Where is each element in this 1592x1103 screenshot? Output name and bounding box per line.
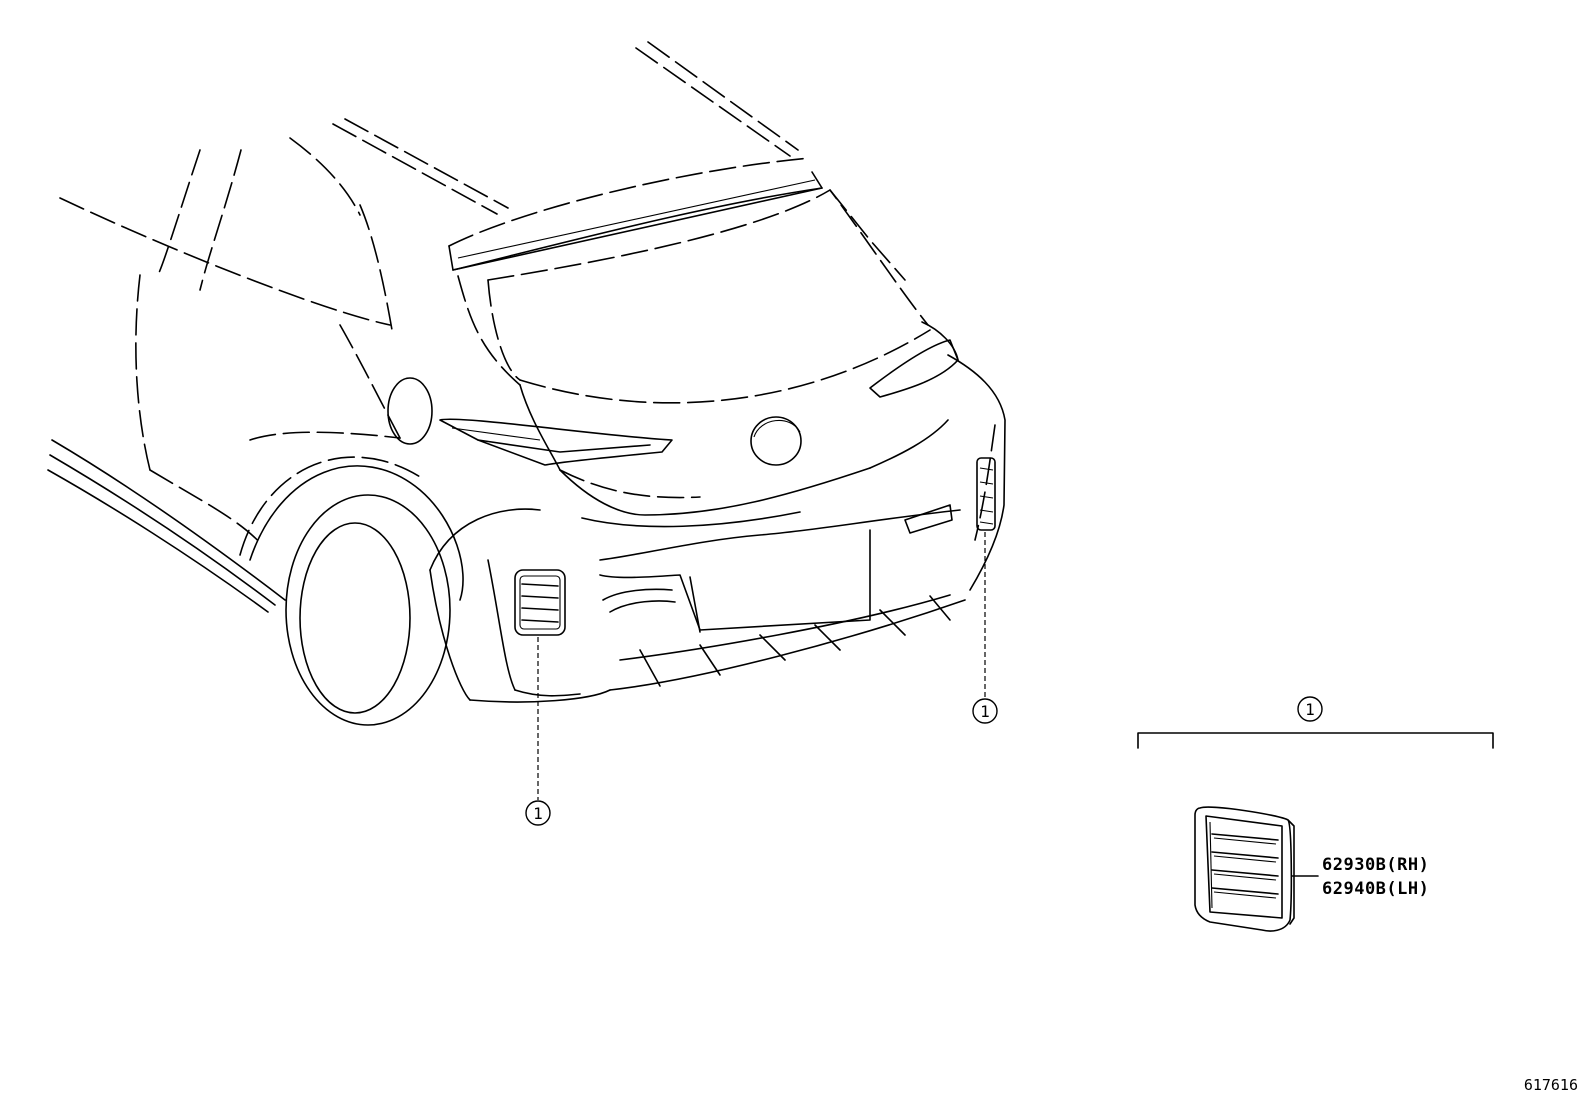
detail-bracket xyxy=(1137,732,1494,749)
callout-left-vent-label: 1 xyxy=(533,804,543,823)
vent-part-detail xyxy=(1194,806,1319,932)
figure-id: 617616 xyxy=(1524,1076,1578,1094)
part-number-labels: 62930B(RH) 62940B(LH) xyxy=(1322,855,1429,899)
tail-lamp-left xyxy=(439,418,673,466)
car-rear-illustration xyxy=(47,41,1006,726)
body-side xyxy=(47,149,433,613)
callout-right-vent-label: 1 xyxy=(980,702,990,721)
callout-right-vent: 1 xyxy=(972,532,998,724)
bumper-vent-left xyxy=(514,569,566,636)
callout-part-detail: 1 xyxy=(1137,696,1494,749)
rear-bumper xyxy=(429,354,1006,703)
part-number-lh: 62940B(LH) xyxy=(1322,879,1429,899)
tailgate xyxy=(519,384,949,528)
tail-lamp-right xyxy=(869,321,959,398)
callout-left-vent: 1 xyxy=(525,637,551,826)
rear-window xyxy=(457,188,931,404)
fuel-door xyxy=(387,377,433,445)
part-number-rh: 62930B(RH) xyxy=(1322,855,1429,875)
bumper-vent-right xyxy=(976,457,996,531)
rear-spoiler xyxy=(448,157,823,271)
roof-outline xyxy=(289,41,799,216)
rear-wheel xyxy=(239,456,464,726)
rear-emblem xyxy=(750,416,802,466)
callout-part-detail-label: 1 xyxy=(1305,700,1315,719)
